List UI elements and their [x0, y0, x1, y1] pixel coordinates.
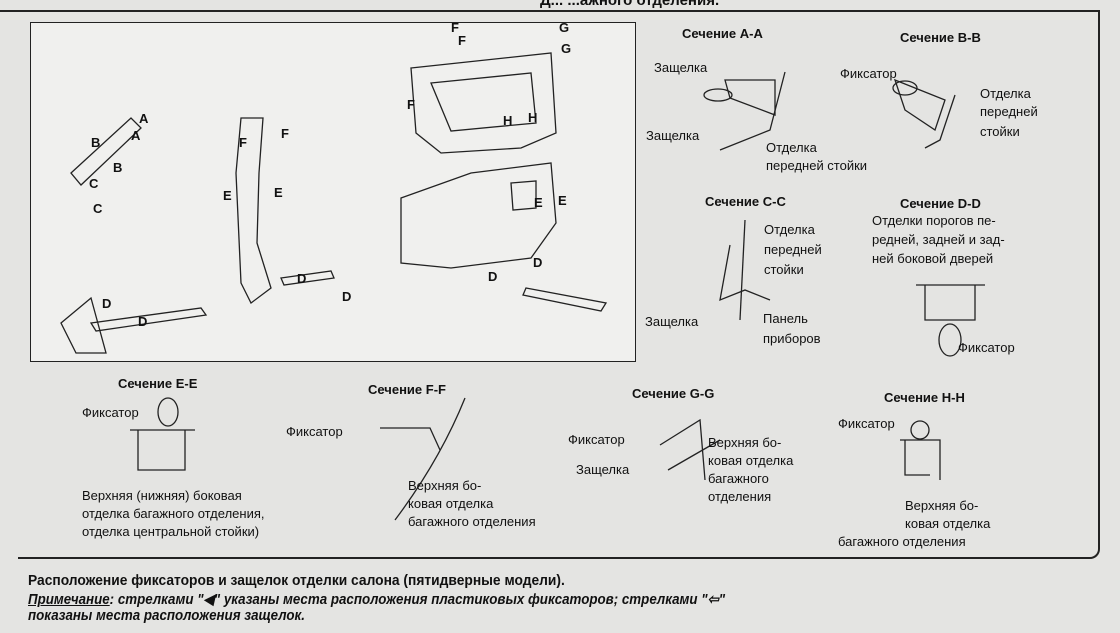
callout-letter: A — [131, 128, 141, 143]
callout-letter: D — [342, 289, 352, 304]
label: редней, задней и зад- — [872, 232, 1005, 247]
note-text: " — [718, 592, 726, 608]
callout-letter: D — [102, 296, 112, 311]
label: Фиксатор — [958, 340, 1015, 355]
callout-letter: G — [561, 41, 572, 56]
callout-letter: F — [239, 135, 247, 150]
top-rule — [0, 10, 1100, 12]
callout-letter: E — [534, 195, 543, 210]
callout-letter: G — [559, 20, 570, 35]
label: багажного — [708, 471, 769, 486]
label: ковая отделка — [708, 453, 794, 468]
hollow-arrow-icon: ⇦ — [707, 592, 719, 608]
label: приборов — [763, 331, 821, 346]
callout-letter: D — [138, 314, 148, 329]
callout-letter: H — [503, 113, 513, 128]
callout-letter: A — [139, 111, 149, 126]
label: Верхняя (нижняя) боковая — [82, 488, 242, 503]
label: Верхняя бо- — [408, 478, 482, 493]
label: Фиксатор — [82, 405, 139, 420]
label: передней — [764, 242, 822, 257]
callout-letter: F — [458, 33, 466, 48]
callout-letter: B — [91, 135, 101, 150]
label: Защелка — [645, 314, 699, 329]
label: Верхняя бо- — [708, 435, 782, 450]
label: стойки — [764, 262, 804, 277]
label: Защелка — [576, 462, 630, 477]
callout-letter: F — [407, 97, 415, 112]
label: Отделка — [764, 222, 815, 237]
note-label: Примечание — [28, 592, 110, 608]
callout-letter: F — [451, 20, 459, 35]
label: отделка центральной стойки) — [82, 524, 260, 539]
label: передней стойки — [766, 158, 868, 173]
label: отделка багажного отделения, — [82, 506, 265, 521]
label: ковая отделка — [905, 516, 991, 531]
label: ковая отделка — [408, 496, 494, 511]
figure-frame — [18, 12, 1100, 559]
section-dd-title: Сечение D-D — [900, 196, 981, 211]
label: багажного отделения — [408, 514, 536, 529]
label: Фиксатор — [286, 424, 343, 439]
label: Верхняя бо- — [905, 498, 979, 513]
section-cc-title: Сечение C-C — [705, 194, 786, 209]
note-text: : стрелками " — [109, 592, 204, 608]
section-aa-title: Сечение A-A — [682, 26, 763, 41]
section-gg-title: Сечение G-G — [632, 386, 715, 401]
label: отделения — [708, 489, 772, 504]
label: Отделки порогов пе- — [872, 213, 996, 228]
callout-letter: D — [488, 269, 498, 284]
label: Защелка — [646, 128, 700, 143]
section-ff-title: Сечение F-F — [368, 382, 446, 397]
label: передней — [980, 104, 1038, 119]
label: Защелка — [654, 60, 708, 75]
callout-letter: E — [223, 188, 232, 203]
note-text: " указаны места расположения пластиковых… — [213, 592, 708, 608]
filled-arrow-icon: ◀ — [203, 592, 214, 608]
callout-letter: F — [281, 126, 289, 141]
figure-caption: Расположение фиксаторов и защелок отделк… — [28, 572, 565, 589]
callout-letter: D — [297, 271, 307, 286]
callout-letter: C — [93, 201, 103, 216]
callout-letter: E — [274, 185, 283, 200]
callout-letter: C — [89, 176, 99, 191]
callout-letter: E — [558, 193, 567, 208]
figure-note: Примечание: стрелками "◀" указаны места … — [28, 592, 1114, 624]
callout-letter: D — [533, 255, 543, 270]
callout-letter: H — [528, 110, 538, 125]
label: стойки — [980, 124, 1020, 139]
main-trim-diagram: A A B B C C F F E E F F F G G H H E E D … — [30, 20, 636, 362]
label: Фиксатор — [838, 416, 895, 431]
label: Отделка — [766, 140, 817, 155]
label: Панель — [763, 311, 808, 326]
label: Фиксатор — [568, 432, 625, 447]
section-bb-title: Сечение B-B — [900, 30, 981, 45]
section-hh-title: Сечение H-H — [884, 390, 965, 405]
label: багажного отделения — [838, 534, 966, 549]
label: Фиксатор — [840, 66, 897, 81]
label: Отделка — [980, 86, 1031, 101]
section-ee-title: Сечение E-E — [118, 376, 198, 391]
callout-letter: B — [113, 160, 123, 175]
trim-parts-drawing — [60, 52, 608, 354]
note-text-line2: показаны места расположения защелок. — [28, 608, 305, 624]
page-title-fragment: Д... ...ажного отделения. — [540, 0, 720, 9]
label: ней боковой дверей — [872, 251, 994, 266]
